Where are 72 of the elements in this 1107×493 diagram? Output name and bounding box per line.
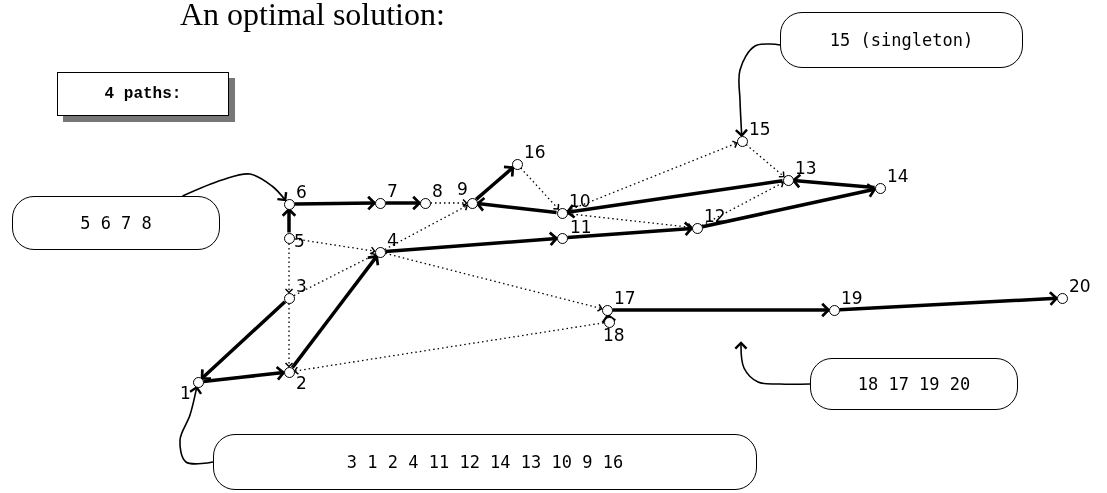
vertex-label: 9 [457,180,468,199]
dotted-arrow [293,322,605,375]
vertex-circle [192,376,204,388]
vertex-circle [691,222,703,234]
vertex-label: 15 [749,120,771,139]
path-arrow [385,231,558,254]
dotted-arrow [566,212,693,232]
path-arrow [385,195,421,211]
vertex-label: 3 [296,277,307,296]
vertex-label: 10 [569,192,591,211]
vertex-circle [556,207,568,219]
vertex-circle [874,182,886,194]
vertex-label: 6 [296,183,307,202]
dotted-arrow [566,140,738,212]
title: An optimal solution: [180,0,445,33]
leader-line [181,173,288,202]
vertex-circle [283,198,295,210]
vertex-circle [283,366,295,378]
dotted-arrow [284,302,294,368]
dotted-arrow [284,242,294,294]
path-arrow [702,183,876,229]
vertex-label: 2 [296,374,307,393]
vertex-label: 13 [795,159,817,178]
dotted-arrow [293,252,376,297]
dotted-arrow [429,198,468,208]
vertex-circle [374,246,386,258]
vertex-label: 11 [570,218,592,237]
dotted-arrow [701,180,784,227]
vertex-label: 5 [294,232,305,251]
path-arrow [476,196,557,215]
vertex-circle [1056,292,1068,304]
path-arrow [612,302,830,318]
vertex-circle [782,174,794,186]
vertex-label: 1 [180,384,191,403]
vertex-label: 19 [841,289,863,308]
path-arrow [281,208,297,233]
path-arrow [567,221,693,240]
vertex-circle [736,135,748,147]
vertex-label: 16 [524,143,546,162]
vertex-label: 8 [432,182,443,201]
vertex-label: 18 [603,326,625,345]
path-arrow [203,365,285,384]
vertex-circle [466,197,478,209]
leader-line [734,341,811,385]
vertex-label: 14 [887,167,909,186]
vertex-circle [283,232,295,244]
leader-line [179,386,214,465]
vertex-label: 4 [387,231,398,250]
vertex-label: 17 [614,289,636,308]
callout-box: 15 (singleton) [780,12,1023,68]
vertex-circle [828,304,840,316]
dotted-arrow [384,203,468,251]
leader-line [734,43,781,137]
path-arrow [200,300,287,380]
callout-box: 5 6 7 8 [12,196,220,250]
path-arrow [839,291,1058,312]
path-arrow [566,179,783,219]
callout-box: 18 17 19 20 [810,358,1018,410]
path-arrow [294,195,376,211]
vertex-circle [419,197,431,209]
vertex-circle [374,197,386,209]
path-arrow [792,173,875,190]
vertex-circle [283,292,295,304]
vertex-circle [556,232,568,244]
path-arrow [475,165,515,201]
vertex-circle [511,158,523,170]
vertex-circle [601,304,613,316]
path-arrow [290,255,380,369]
vertex-label: 7 [387,182,398,201]
vertex-label: 20 [1069,277,1091,296]
callout-box: 3 1 2 4 11 12 14 13 10 9 16 [213,434,757,490]
dotted-arrow [384,252,603,312]
